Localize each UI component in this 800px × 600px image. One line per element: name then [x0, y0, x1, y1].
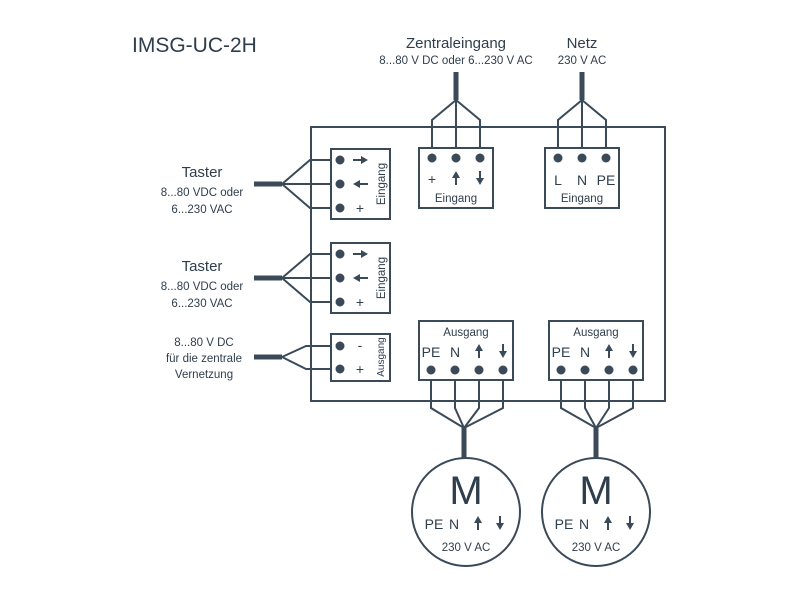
block-label-eingang: Eingang: [435, 193, 477, 205]
arrow-left-icon: [353, 180, 368, 188]
taster1-voltage-line1: 8...80 VDC oder: [161, 187, 244, 199]
label-PE: PE: [555, 516, 574, 532]
terminal: [335, 341, 345, 351]
block-label-eingang: Eingang: [561, 193, 603, 205]
block-label-eingang: Eingang: [376, 163, 388, 205]
motor-voltage: 230 V AC: [442, 542, 491, 554]
arrow-up-icon: [474, 516, 482, 530]
label-N: N: [577, 172, 587, 188]
terminal: [335, 249, 345, 259]
plus-symbol: +: [356, 294, 364, 310]
terminal: [426, 365, 436, 375]
terminal: [335, 155, 345, 165]
arrow-up-icon: [475, 344, 483, 358]
arrow-down-icon: [626, 516, 634, 530]
netz-title: Netz: [567, 35, 598, 52]
netz-input-block: L N PE Eingang: [544, 147, 620, 209]
taster2-title: Taster: [182, 258, 223, 275]
minus-symbol: -: [358, 337, 363, 353]
terminal: [553, 153, 563, 163]
terminal: [450, 365, 460, 375]
zentraleingang-voltage: 8...80 V DC oder 6...230 V AC: [379, 55, 532, 67]
dc-output-block: - + Ausgang: [330, 333, 391, 382]
terminal: [577, 153, 587, 163]
arrow-down-icon: [476, 171, 484, 185]
terminal: [335, 203, 345, 213]
label-PE: PE: [425, 516, 444, 532]
arrow-down-icon: [496, 516, 504, 530]
terminal: [498, 365, 508, 375]
plus-symbol: +: [356, 361, 364, 377]
dc-network-line3: Vernetzung: [175, 369, 233, 381]
taster1-title: Taster: [182, 164, 223, 181]
label-L: L: [554, 172, 562, 188]
arrow-up-icon: [605, 344, 613, 358]
terminal: [628, 365, 638, 375]
ausgang1-motor1-wiring: [430, 370, 504, 458]
terminal: [335, 364, 345, 374]
ausgang2-motor2-wiring: [560, 370, 634, 458]
arrow-down-icon: [499, 344, 507, 358]
arrow-left-icon: [353, 274, 368, 282]
terminal: [335, 273, 345, 283]
output-block-1: Ausgang PE N: [418, 320, 514, 381]
taster2-voltage-line1: 8...80 VDC oder: [161, 281, 244, 293]
label-N: N: [580, 344, 590, 360]
device-title: IMSG-UC-2H: [132, 34, 257, 57]
arrow-down-icon: [629, 344, 637, 358]
netz-wiring: [557, 72, 607, 158]
motor-symbol: M: [579, 469, 612, 513]
label-PE: PE: [422, 344, 441, 360]
motor-voltage: 230 V AC: [572, 542, 621, 554]
plus-symbol: +: [356, 200, 364, 216]
terminal: [474, 365, 484, 375]
terminal: [556, 365, 566, 375]
terminal: [451, 153, 461, 163]
terminal: [475, 153, 485, 163]
label-N: N: [579, 516, 589, 532]
terminal: [580, 365, 590, 375]
block-label-ausgang: Ausgang: [376, 337, 387, 376]
label-PE: PE: [597, 172, 616, 188]
label-PE: PE: [552, 344, 571, 360]
netz-voltage: 230 V AC: [558, 55, 607, 67]
output-block-2: Ausgang PE N: [548, 320, 644, 381]
dc-network-wiring: [254, 345, 340, 370]
plus-symbol: +: [428, 171, 436, 187]
terminal: [335, 179, 345, 189]
arrow-right-icon: [353, 156, 368, 164]
motor-2: M PE N 230 V AC: [541, 457, 651, 567]
arrow-up-icon: [452, 171, 460, 185]
zentral-input-block: + Eingang: [418, 147, 494, 209]
terminal: [427, 153, 437, 163]
taster1-voltage-line2: 6...230 VAC: [171, 204, 232, 216]
block-label-ausgang: Ausgang: [443, 327, 488, 339]
zentraleingang-title: Zentraleingang: [406, 35, 506, 52]
arrow-up-icon: [604, 516, 612, 530]
motor-symbol: M: [449, 469, 482, 513]
dc-network-line2: für die zentrale: [166, 353, 242, 365]
taster1-input-block: + Eingang: [330, 148, 391, 220]
block-label-eingang: Eingang: [376, 257, 388, 299]
taster2-voltage-line2: 6...230 VAC: [171, 298, 232, 310]
dc-network-line1: 8...80 V DC: [174, 337, 233, 349]
label-N: N: [450, 344, 460, 360]
label-N: N: [449, 516, 459, 532]
terminal: [601, 153, 611, 163]
taster2-input-block: + Eingang: [330, 242, 391, 314]
terminal: [335, 297, 345, 307]
arrow-right-icon: [353, 250, 368, 258]
terminal: [604, 365, 614, 375]
block-label-ausgang: Ausgang: [573, 327, 618, 339]
motor-1: M PE N 230 V AC: [411, 457, 521, 567]
